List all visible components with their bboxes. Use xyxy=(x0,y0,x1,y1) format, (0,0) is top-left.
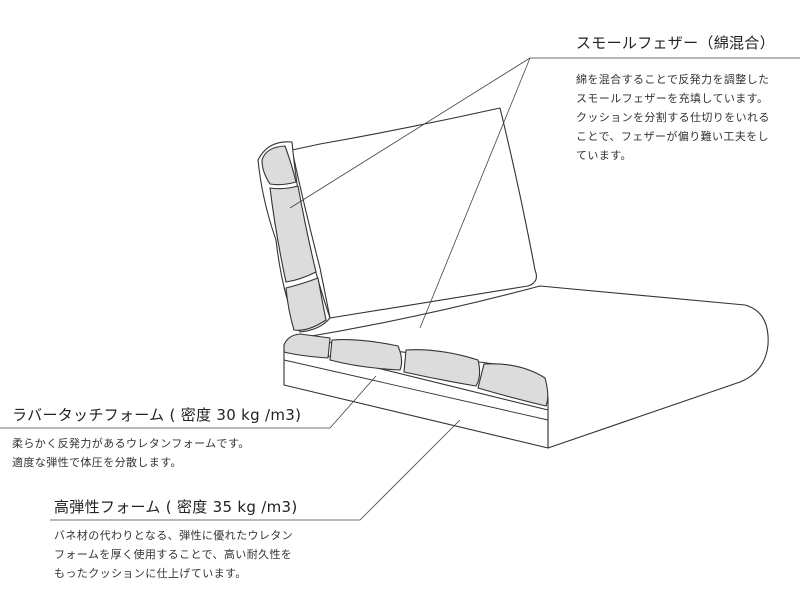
feather-description: 綿を混合することで反発力を調整した スモールフェザーを充填しています。 クッショ… xyxy=(576,70,770,165)
feather-label: スモールフェザー（綿混合） xyxy=(576,32,775,53)
seat-foam-segment-4 xyxy=(477,363,549,407)
rubber-leader-line xyxy=(0,375,377,429)
feather-line: 綿を混合することで反発力を調整した xyxy=(576,73,770,86)
rubber-line: 適度な弾性で体圧を分散します。 xyxy=(12,456,182,469)
highres-leader-line xyxy=(50,419,461,521)
rubber-line: 柔らかく反発力があるウレタンフォームです。 xyxy=(12,437,250,450)
seat-base-block xyxy=(283,344,549,449)
highres-title: 高弾性フォーム ( 密度 35 kg /m3) xyxy=(54,498,298,516)
rubber-label: ラバータッチフォーム ( 密度 30 kg /m3) xyxy=(12,404,301,425)
back-foam-segment-2 xyxy=(269,185,317,283)
feather-line: クッションを分割する仕切りをいれる xyxy=(576,111,770,124)
highres-line: もったクッションに仕上げています。 xyxy=(54,567,247,580)
seat-foam-segment-2 xyxy=(329,339,403,371)
back-foam-segment-3 xyxy=(285,277,327,331)
highres-label: 高弾性フォーム ( 密度 35 kg /m3) xyxy=(54,496,298,517)
highres-line: フォームを厚く使用することで、高い耐久性を xyxy=(54,548,293,561)
back-cushion xyxy=(291,107,537,319)
feather-line: ことで、フェザーが偏り難い工夫をし xyxy=(576,130,770,143)
highres-description: バネ材の代わりとなる、弾性に優れたウレタン フォームを厚く使用することで、高い耐… xyxy=(54,526,293,583)
feather-title: スモールフェザー（綿混合） xyxy=(576,34,775,52)
seat-base-top-layer xyxy=(283,359,549,421)
feather-leader-line-2 xyxy=(289,57,531,209)
back-foam-segment-1 xyxy=(261,145,297,186)
rubber-title: ラバータッチフォーム ( 密度 30 kg /m3) xyxy=(12,406,302,424)
highres-line: バネ材の代わりとなる、弾性に優れたウレタン xyxy=(54,529,294,542)
feather-line: ています。 xyxy=(576,149,632,162)
seat-foam-segment-1 xyxy=(283,333,331,359)
rubber-description: 柔らかく反発力があるウレタンフォームです。 適度な弾性で体圧を分散します。 xyxy=(12,434,250,472)
seat-foam-segment-3 xyxy=(403,349,481,387)
feather-line: スモールフェザーを充填しています。 xyxy=(576,92,769,105)
